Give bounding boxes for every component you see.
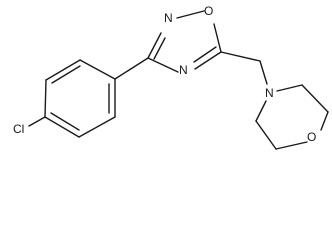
- bond-o-c-left: [275, 141, 308, 150]
- bond-ph-c3-c4: [44, 79, 47, 118]
- bond-ph-cl: [28, 116, 46, 127]
- bond-n4-c3: [147, 57, 179, 73]
- morpholine-ring: [255, 84, 329, 150]
- bond-c-right-o: [320, 111, 329, 131]
- bond-c5-ch2: [220, 51, 261, 62]
- bond-ph-c2-c3: [45, 59, 81, 81]
- bond-ph-c5-c6: [78, 116, 116, 138]
- bond-c-left-c-left: [255, 120, 277, 150]
- bond-ph-c2-c3-double: [51, 65, 81, 84]
- bond-c-right-c-right: [301, 84, 329, 113]
- atom-label-n-oxadiazole-bottom: N: [179, 63, 188, 77]
- oxadiazole-ring: [147, 10, 222, 73]
- bond-c5-n4: [194, 51, 222, 70]
- bond-n2-o1: [176, 10, 205, 19]
- chlorophenyl-ring: [28, 57, 149, 138]
- bond-ph-c4-c5-double: [50, 112, 80, 131]
- bond-ch2-n: [259, 60, 268, 85]
- atom-label-chlorine: Cl: [13, 122, 24, 136]
- bond-c3-n2: [147, 32, 162, 59]
- bond-ph-c4-c5: [44, 116, 80, 138]
- chemical-structure-diagram: N O N N O Cl: [13, 4, 329, 150]
- bond-ph-c1-c2: [79, 59, 116, 80]
- atom-label-n-morpholine: N: [265, 86, 274, 100]
- bond-c5-n4-double: [193, 46, 217, 63]
- bond-o1-c5: [213, 23, 222, 53]
- methylene-linker: [220, 51, 268, 85]
- atom-label-o-morpholine: O: [307, 130, 316, 144]
- bond-c3-phenyl: [114, 57, 149, 80]
- bond-c-left-n: [255, 100, 267, 122]
- bond-c3-n2-double: [153, 37, 166, 60]
- bond-n-c-right: [276, 84, 303, 92]
- atom-label-n-oxadiazole-top: N: [164, 11, 173, 25]
- atom-labels: N O N N O Cl: [13, 4, 316, 144]
- atom-label-o-oxadiazole: O: [204, 4, 213, 18]
